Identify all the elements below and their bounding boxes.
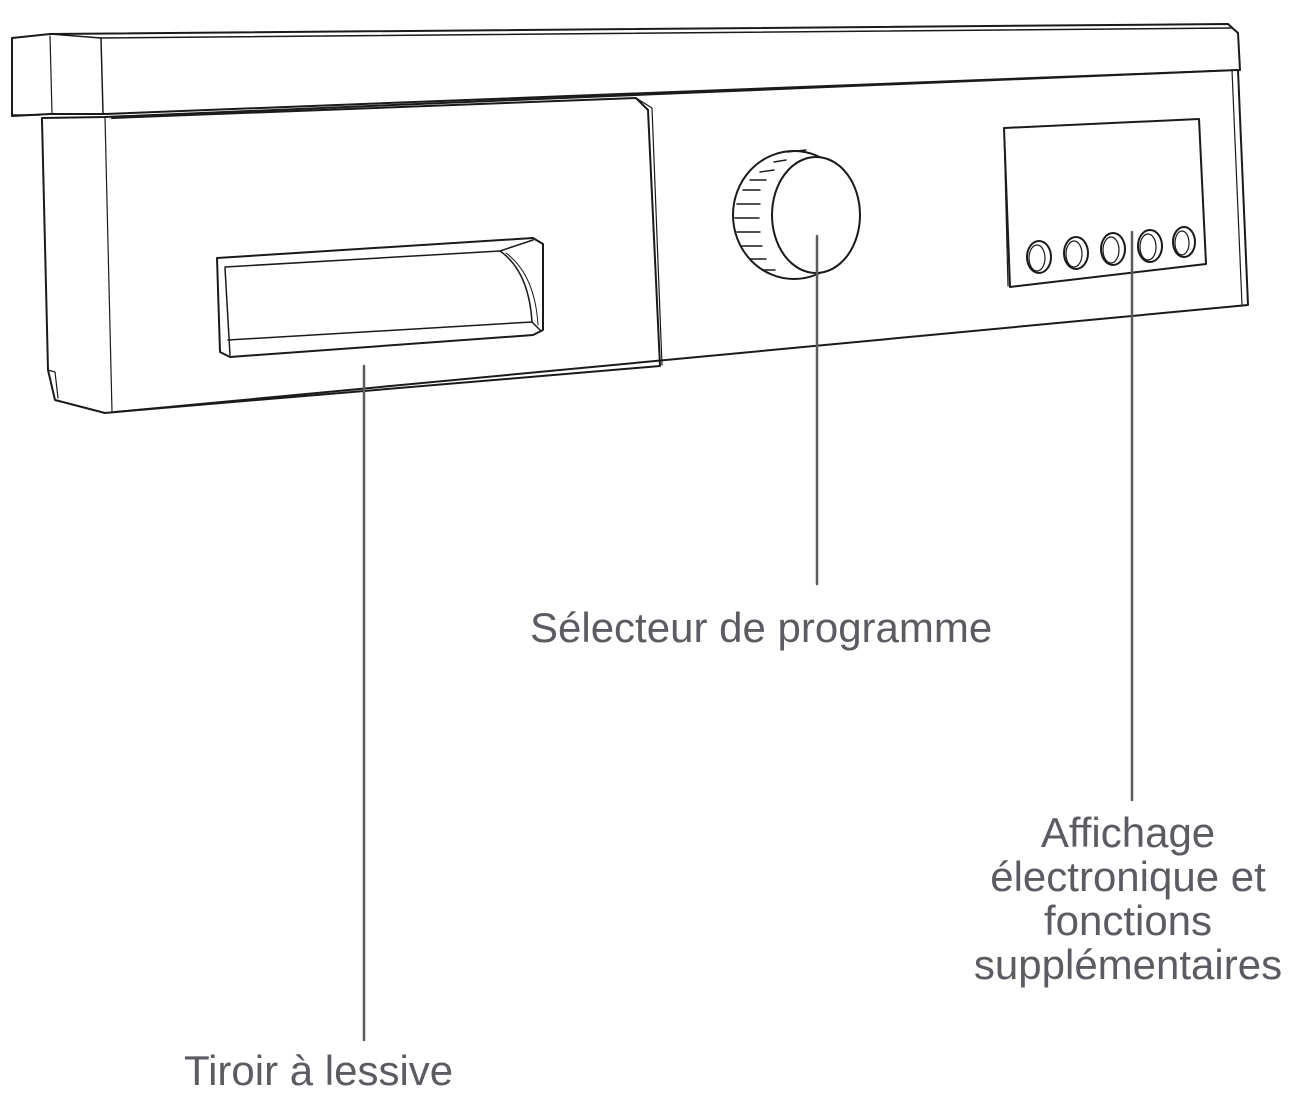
display-label-line-3: fonctions — [1043, 897, 1213, 944]
function-button-5 — [1172, 226, 1196, 258]
function-button-3 — [1100, 232, 1126, 266]
display-label: Affichage électronique et fonctions supp… — [948, 811, 1308, 987]
detergent-drawer-label: Tiroir à lessive — [184, 1047, 454, 1094]
detergent-drawer — [111, 97, 663, 413]
drawer-handle — [216, 237, 544, 358]
display-label-line-4: supplémentaires — [973, 941, 1283, 988]
display-label-line-1: Affichage — [1040, 809, 1216, 856]
function-button-4 — [1137, 229, 1163, 263]
function-buttons — [1026, 226, 1196, 274]
program-selector-label: Sélecteur de programme — [530, 604, 993, 651]
display-label-line-2: électronique et — [990, 853, 1266, 900]
function-button-2 — [1063, 236, 1089, 270]
function-button-1 — [1026, 240, 1052, 274]
electronic-display-panel — [1003, 118, 1207, 288]
program-selector-knob — [732, 149, 861, 280]
